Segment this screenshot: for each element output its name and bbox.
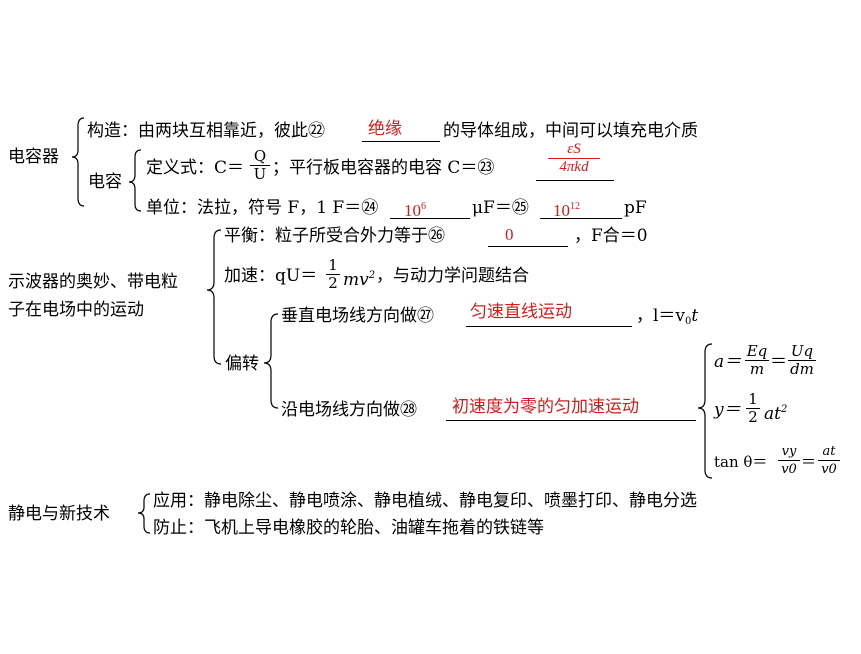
unit-mid: μF＝㉕ (472, 198, 529, 218)
accel-num: 1 (326, 257, 340, 275)
accel-exp: 2 (368, 270, 376, 281)
accel-prefix: 加速：qU＝ (224, 266, 318, 286)
accel-fraction: 1 2 (326, 257, 340, 292)
blank-25-exp: 12 (570, 201, 580, 212)
tan-den1: v0 (781, 462, 797, 477)
balance-end: ，F合＝0 (574, 226, 648, 246)
tan-prefix: tan θ＝ (714, 453, 768, 471)
blank-27: 匀速直线运动 (470, 302, 572, 321)
brace-electrostatics (137, 493, 151, 534)
accel-mv: mv (343, 270, 369, 290)
tan-fraction-2: at v0 (818, 443, 840, 478)
brace-capacitor (71, 117, 85, 207)
a-fraction-2: Uq dm (788, 343, 816, 378)
unit-end: pF (624, 198, 647, 218)
brace-oscilloscope (206, 229, 222, 365)
underline-24 (390, 218, 470, 219)
electrostatics-title: 静电与新技术 (8, 504, 110, 524)
definition-rest: ；平行板电容器的电容 C＝㉓ (272, 158, 495, 178)
blank-22: 绝缘 (368, 119, 402, 138)
unit-prefix: 单位：法拉，符号 F，1 F＝㉔ (146, 198, 379, 218)
definition-num: Q (250, 148, 270, 166)
blank-24-base: 10 (404, 201, 421, 220)
blank-24: 106 (404, 197, 426, 221)
definition-fraction: Q U (250, 148, 270, 183)
underline-25 (540, 218, 622, 219)
y-exp: 2 (780, 404, 788, 415)
along-label: 沿电场线方向做㉘ (281, 400, 417, 420)
blank-24-exp: 6 (421, 201, 426, 212)
perp-end: ，l＝v0t (636, 306, 698, 332)
definition-prefix: 定义式：C＝ (146, 158, 245, 178)
electrostatics-application: 应用：静电除尘、静电喷涂、静电植绒、静电复印、喷墨打印、静电分选 (153, 491, 697, 511)
a-fraction-1: Eq m (745, 343, 769, 378)
deflection-label: 偏转 (225, 354, 259, 374)
capacitance-label: 电容 (88, 172, 122, 192)
blank-25-base: 10 (553, 201, 570, 220)
a-den1: m (749, 360, 765, 378)
balance-label: 平衡：粒子所受合外力等于㉖ (224, 226, 445, 246)
blank-25: 1012 (553, 197, 580, 221)
y-prefix: y＝ (714, 400, 741, 420)
a-eq: ＝ (770, 352, 787, 372)
perp-sub: 0 (685, 316, 692, 327)
structure-label: 构造：由两块互相靠近，彼此㉒ (87, 121, 325, 141)
electrostatics-prevention: 防止：飞机上导电橡胶的轮胎、油罐车拖着的铁链等 (153, 518, 544, 538)
oscilloscope-title-line2: 子在电场中的运动 (8, 300, 144, 320)
definition-den: U (253, 165, 267, 183)
accel-end: ，与动力学问题结合 (376, 266, 529, 286)
tan-fraction-1: vy v0 (778, 443, 800, 478)
tan-eq: ＝ (801, 453, 817, 471)
blank-23: εS 4πkd (548, 141, 600, 176)
brace-capacitance (128, 149, 142, 212)
y-num: 1 (746, 391, 760, 409)
accel-den: 2 (328, 274, 338, 292)
brace-deflection (263, 313, 279, 409)
underline-27 (466, 326, 632, 327)
a-den2: dm (790, 360, 814, 378)
underline-28 (446, 420, 696, 421)
perp-end-text: ，l＝v (636, 306, 686, 326)
y-den: 2 (748, 408, 758, 426)
a-num2: Uq (788, 343, 816, 361)
perp-label: 垂直电场线方向做㉗ (281, 306, 434, 326)
parallel-num: εS (548, 141, 600, 159)
structure-end: 的导体组成，中间可以填充电介质 (443, 121, 698, 141)
tan-num1: vy (778, 443, 800, 461)
a-prefix: a＝ (714, 352, 742, 372)
tan-den2: v0 (821, 462, 837, 477)
oscilloscope-title-line1: 示波器的奥妙、带电粒 (8, 272, 178, 292)
blank-26: 0 (505, 225, 514, 244)
tan-num2: at (818, 443, 840, 461)
parallel-den: 4πkd (559, 159, 589, 175)
underline-26 (488, 246, 568, 247)
capacitor-title: 电容器 (8, 147, 59, 167)
accel-expr: mv2 (343, 266, 375, 290)
brace-formulas (697, 343, 713, 479)
underline-23 (536, 180, 614, 181)
y-expr: at2 (764, 400, 787, 424)
perp-t: t (691, 306, 699, 326)
blank-28: 初速度为零的匀加速运动 (452, 397, 639, 416)
underline-22 (362, 141, 440, 142)
y-at: at (764, 404, 781, 424)
a-num1: Eq (745, 342, 769, 361)
y-fraction: 1 2 (746, 391, 760, 426)
